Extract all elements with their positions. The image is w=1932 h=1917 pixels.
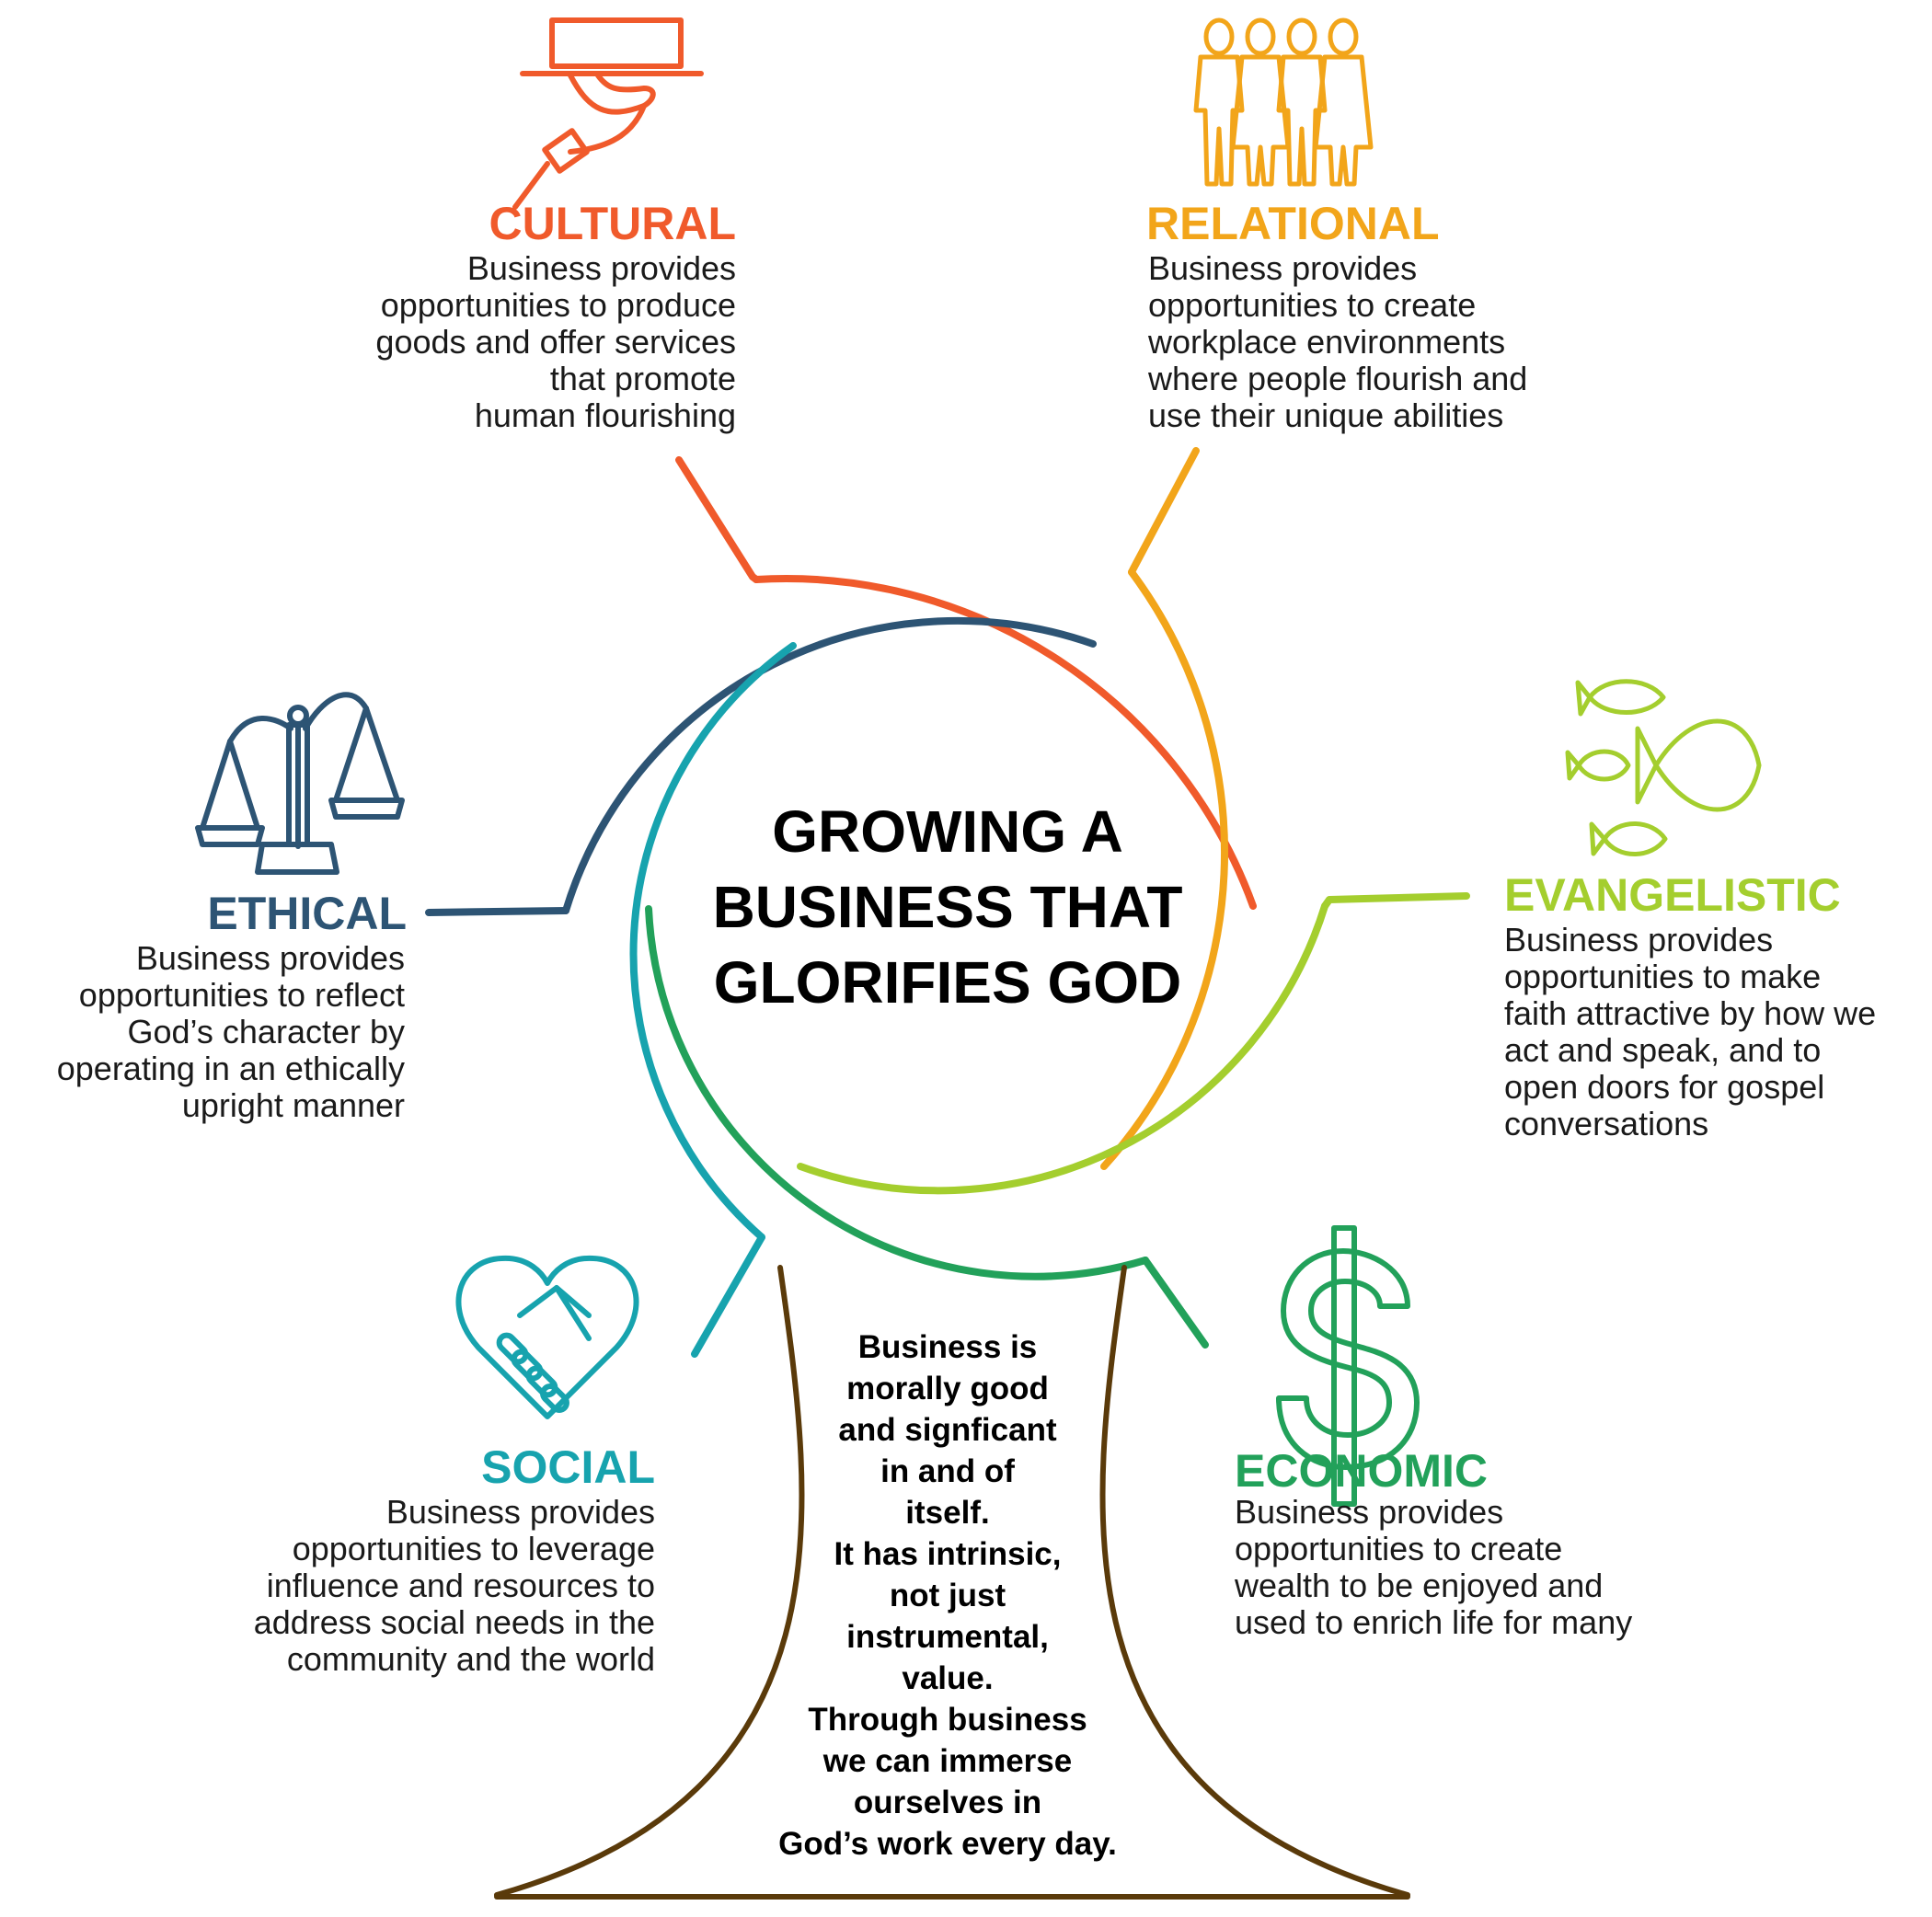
evangelistic-line-4: act and speak, and to <box>1504 1031 1821 1069</box>
tree-trunk <box>494 1265 1410 1900</box>
cultural-line-4: that promote <box>550 360 736 397</box>
social-line-5: community and the world <box>287 1640 655 1678</box>
relational-line-3: workplace environments <box>1147 323 1505 361</box>
ethical-connector <box>425 907 569 916</box>
trunk-right-edge <box>1099 1265 1410 1898</box>
social-section: SOCIAL Business provides opportunities t… <box>254 1255 655 1678</box>
economic-line-2: opportunities to create <box>1235 1530 1562 1567</box>
center-title: GROWING A BUSINESS THAT GLORIFIES GOD <box>713 798 1183 1016</box>
evangelistic-section: EVANGELISTIC Business provides opportuni… <box>1504 679 1876 1142</box>
economic-line-3: wealth to be enjoyed and <box>1234 1567 1603 1604</box>
trunk-line-3: and signficant <box>838 1412 1057 1448</box>
relational-line-2: opportunities to create <box>1148 286 1476 324</box>
cultural-line-1: Business provides <box>467 249 736 287</box>
social-heading: SOCIAL <box>481 1441 655 1493</box>
ethical-line-4: operating in an ethically <box>57 1050 405 1087</box>
scales-of-justice-icon <box>195 692 405 875</box>
ethical-line-5: upright manner <box>182 1086 405 1124</box>
trunk-line-6: It has intrinsic, <box>834 1536 1062 1572</box>
social-line-1: Business provides <box>386 1493 655 1531</box>
trunk-line-9: value. <box>902 1660 993 1696</box>
evangelistic-connector <box>1321 892 1470 910</box>
evangelistic-line-3: faith attractive by how we <box>1504 994 1876 1032</box>
relational-connector <box>1128 447 1200 576</box>
social-line-4: address social needs in the <box>254 1603 655 1641</box>
relational-line-5: use their unique abilities <box>1148 396 1503 434</box>
evangelistic-line-1: Business provides <box>1504 921 1773 958</box>
center-rings <box>562 568 1328 1280</box>
cultural-ring <box>753 575 1257 910</box>
center-title-line-1: GROWING A <box>772 798 1123 865</box>
relational-line-1: Business provides <box>1148 249 1417 287</box>
evangelistic-description: Business provides opportunities to make … <box>1504 921 1876 1142</box>
economic-section: ECONOMIC Business provides opportunities… <box>1234 1225 1632 1641</box>
cultural-connector <box>675 456 760 583</box>
trunk-line-1: Business is <box>858 1329 1038 1365</box>
ethical-description: Business provides opportunities to refle… <box>57 939 405 1124</box>
cultural-line-5: human flourishing <box>475 396 736 434</box>
trunk-line-5: itself. <box>905 1495 989 1531</box>
trunk-line-13: God’s work every day. <box>778 1826 1117 1862</box>
dollar-sign-icon <box>1276 1225 1420 1507</box>
social-ring <box>629 642 797 1241</box>
trunk-line-12: ourselves in <box>854 1785 1041 1820</box>
social-description: Business provides opportunities to lever… <box>254 1493 655 1678</box>
ethical-line-1: Business provides <box>136 939 405 977</box>
ethical-line-3: God’s character by <box>128 1013 405 1050</box>
relational-line-4: where people flourish and <box>1147 360 1527 397</box>
cultural-description: Business provides opportunities to produ… <box>375 249 736 434</box>
trunk-line-7: not just <box>890 1578 1006 1613</box>
trunk-line-8: instrumental, <box>846 1619 1049 1655</box>
center-title-line-2: BUSINESS THAT <box>713 874 1183 940</box>
ethical-section: ETHICAL Business provides opportunities … <box>57 692 407 1124</box>
trunk-line-4: in and of <box>880 1453 1015 1489</box>
ethical-line-2: opportunities to reflect <box>79 976 405 1014</box>
cultural-section: CULTURAL Business provides opportunities… <box>375 17 736 434</box>
cultural-line-2: opportunities to produce <box>381 286 736 324</box>
evangelistic-line-2: opportunities to make <box>1504 958 1821 995</box>
social-line-2: opportunities to leverage <box>293 1530 655 1567</box>
relational-description: Business provides opportunities to creat… <box>1147 249 1527 434</box>
cultural-heading: CULTURAL <box>489 198 736 249</box>
economic-line-1: Business provides <box>1235 1493 1503 1531</box>
connector-lines <box>425 447 1470 1358</box>
trunk-text: Business is morally good and signficant … <box>778 1329 1117 1862</box>
trunk-line-11: we can immerse <box>822 1743 1072 1779</box>
ethical-heading: ETHICAL <box>207 888 407 939</box>
relational-heading: RELATIONAL <box>1146 198 1439 249</box>
handshake-heart-icon <box>455 1255 639 1419</box>
cultural-line-3: goods and offer services <box>375 323 736 361</box>
economic-description: Business provides opportunities to creat… <box>1234 1493 1632 1641</box>
trunk-left-edge <box>494 1265 805 1898</box>
relational-section: RELATIONAL Business provides opportuniti… <box>1146 17 1527 434</box>
economic-heading: ECONOMIC <box>1235 1445 1488 1497</box>
people-holding-hands-icon <box>1193 17 1374 187</box>
center-title-line-3: GLORIFIES GOD <box>714 949 1181 1016</box>
serving-tray-icon <box>512 17 704 210</box>
evangelistic-ring <box>797 902 1328 1195</box>
fish-icon <box>1565 679 1762 856</box>
trunk-line-10: Through business <box>808 1702 1087 1738</box>
trunk-line-2: morally good <box>846 1371 1049 1406</box>
social-connector <box>691 1234 765 1358</box>
economic-ring <box>645 905 1149 1280</box>
evangelistic-line-6: conversations <box>1504 1105 1708 1142</box>
social-line-3: influence and resources to <box>267 1567 655 1604</box>
economic-connector <box>1142 1257 1209 1349</box>
relational-ring <box>1100 568 1229 1170</box>
evangelistic-heading: EVANGELISTIC <box>1504 869 1841 921</box>
evangelistic-line-5: open doors for gospel <box>1504 1068 1824 1106</box>
economic-line-4: used to enrich life for many <box>1235 1603 1632 1641</box>
